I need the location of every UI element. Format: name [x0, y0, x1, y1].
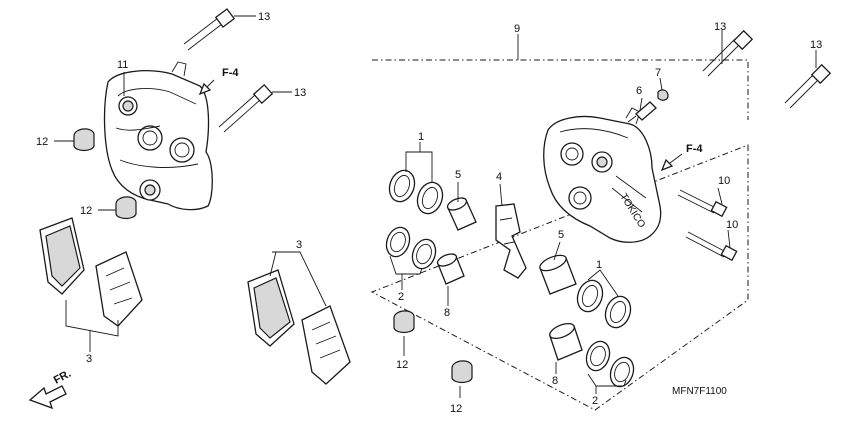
f4-label-left: F-4 — [222, 67, 239, 79]
callout-1: 1 — [418, 131, 424, 143]
piston-8-left — [436, 253, 465, 285]
brake-pad-mid-b — [301, 305, 351, 385]
f4-label-right: F-4 — [686, 143, 703, 155]
callout-3: 3 — [296, 239, 302, 251]
seal-set-right — [576, 279, 635, 388]
callout-5: 5 — [558, 229, 564, 241]
seal-set-left — [385, 169, 444, 270]
pin-10-upper — [677, 189, 728, 218]
front-arrow — [28, 385, 67, 410]
callout-13: 13 — [294, 87, 306, 99]
callout-8: 8 — [444, 307, 450, 319]
pad-spring — [495, 203, 527, 279]
callout-6: 6 — [636, 85, 642, 97]
boot-12-c — [393, 310, 415, 334]
caliper-body-left — [103, 61, 213, 211]
boot-12-a — [73, 128, 95, 152]
piston-5-right — [539, 254, 577, 295]
callout-10: 10 — [726, 219, 738, 231]
callout-3: 3 — [86, 353, 92, 365]
front-label: FR. — [52, 368, 73, 387]
bleeder-cap — [657, 89, 669, 101]
callout-13: 13 — [810, 39, 822, 51]
callout-1: 1 — [596, 259, 602, 271]
piston-5-left — [446, 197, 477, 231]
bolt-13-right-b — [784, 63, 832, 109]
callout-5: 5 — [455, 169, 461, 181]
pin-10-lower — [685, 231, 738, 262]
callout-11: 11 — [117, 59, 128, 71]
callout-12: 12 — [80, 205, 92, 217]
brake-pad-left-a — [39, 217, 85, 295]
bleeder-screw — [627, 101, 657, 123]
diagram-code: MFN7F1100 — [672, 386, 727, 397]
callout-10: 10 — [718, 175, 730, 187]
callout-4: 4 — [496, 171, 502, 183]
callout-13: 13 — [258, 11, 270, 23]
leader-lines — [54, 15, 817, 398]
callout-13: 13 — [714, 21, 726, 33]
callout-labels: 13 13 13 13 11 12 12 12 12 3 3 9 1 1 2 2… — [36, 11, 822, 415]
boot-12-d — [451, 360, 473, 384]
f4-arrow-right — [660, 153, 683, 172]
brake-pad-mid-a — [247, 269, 295, 347]
callout-9: 9 — [514, 23, 520, 35]
assembly-boundary — [370, 59, 749, 411]
callout-8: 8 — [552, 375, 558, 387]
piston-8-right — [549, 322, 583, 361]
boot-12-b — [115, 196, 137, 220]
callout-7: 7 — [655, 67, 661, 79]
callout-2: 2 — [592, 395, 598, 407]
f4-arrow-left — [198, 79, 215, 96]
callout-12: 12 — [450, 403, 462, 415]
bolt-13-top-left — [183, 8, 236, 51]
bolt-13-mid-left — [218, 83, 274, 133]
callout-12: 12 — [36, 136, 48, 148]
bolt-13-right-a — [702, 29, 754, 77]
callout-2: 2 — [398, 291, 404, 303]
brake-pad-left-b — [95, 251, 143, 327]
callout-12: 12 — [396, 359, 408, 371]
caliper-body-right: TOKICO — [543, 107, 662, 243]
